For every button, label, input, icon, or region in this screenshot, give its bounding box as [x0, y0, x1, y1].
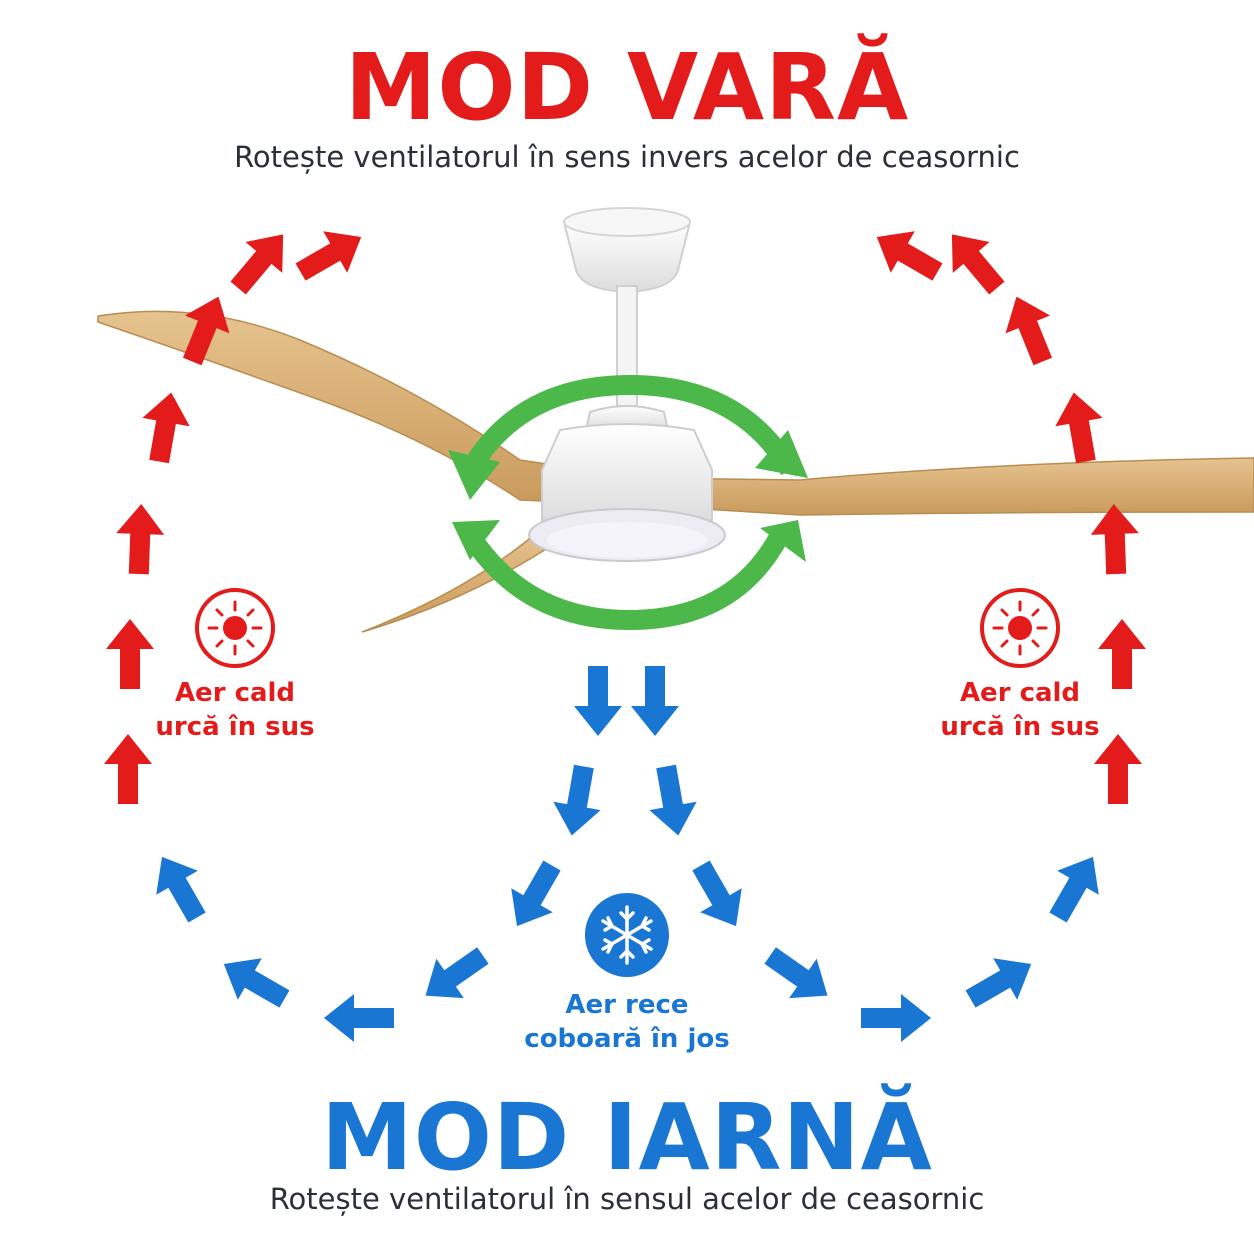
warm-air-label-line1: Aer cald: [174, 678, 296, 708]
cold-air-arrow: [511, 860, 561, 927]
warm-air-arrow: [106, 619, 154, 689]
cold-air-arrow: [223, 958, 290, 1008]
warm-air-arrow: [295, 231, 362, 281]
cold-air-arrow: [649, 764, 697, 836]
warm-air-label-right: Aer cald urcă în sus: [935, 676, 1105, 744]
snowflake-icon: [585, 893, 669, 977]
warm-air-arrows: [104, 231, 1146, 804]
cold-air-label-line2: coboară în jos: [524, 1024, 730, 1054]
sun-icon: [980, 588, 1060, 668]
winter-mode-subtitle: Rotește ventilatorul în sensul acelor de…: [269, 1182, 985, 1216]
warm-air-arrow: [142, 392, 190, 464]
cold-air-arrow: [631, 666, 679, 736]
warm-air-arrow: [1005, 296, 1053, 366]
fan-blade-right: [639, 457, 1254, 516]
warm-air-arrow: [951, 234, 1005, 295]
cold-air-arrow: [965, 958, 1032, 1008]
rotation-arrows-icon: [461, 374, 799, 631]
summer-mode-subtitle: Rotește ventilatorul în sens invers acel…: [234, 140, 1020, 174]
cold-air-arrow: [764, 947, 828, 999]
cold-air-arrow: [1049, 856, 1099, 923]
warm-air-arrow: [230, 234, 284, 295]
warm-air-arrow: [876, 231, 943, 281]
cold-air-arrow: [324, 994, 394, 1042]
winter-mode-title: MOD IARNĂ: [321, 1084, 933, 1191]
cold-air-arrow: [574, 666, 622, 736]
warm-air-arrow: [1098, 619, 1146, 689]
cold-air-arrow: [861, 994, 931, 1042]
warm-air-arrow: [182, 296, 230, 366]
warm-air-arrow: [1094, 734, 1142, 804]
warm-air-label-left: Aer cald urcă în sus: [150, 676, 320, 744]
cold-air-arrows: [156, 666, 1099, 1042]
cold-air-arrow: [553, 764, 601, 836]
warm-air-label-line2: urcă în sus: [940, 712, 1100, 742]
cold-air-arrow: [156, 856, 206, 923]
cold-air-label-line1: Aer rece: [565, 990, 689, 1020]
cold-air-arrow: [692, 860, 742, 927]
fan-blade-lower: [361, 529, 562, 633]
warm-air-label-line2: urcă în sus: [155, 712, 315, 742]
sun-icon: [195, 588, 275, 668]
cold-air-label: Aer rece coboară în jos: [500, 988, 754, 1056]
warm-air-arrow: [116, 504, 165, 575]
summer-mode-title: MOD VARĂ: [344, 34, 910, 141]
warm-air-arrow: [1090, 504, 1139, 575]
warm-air-label-line1: Aer cald: [959, 678, 1081, 708]
warm-air-arrow: [104, 734, 152, 804]
ceiling-fan: [97, 207, 1254, 633]
warm-air-arrow: [1055, 392, 1103, 464]
cold-air-arrow: [425, 947, 489, 999]
